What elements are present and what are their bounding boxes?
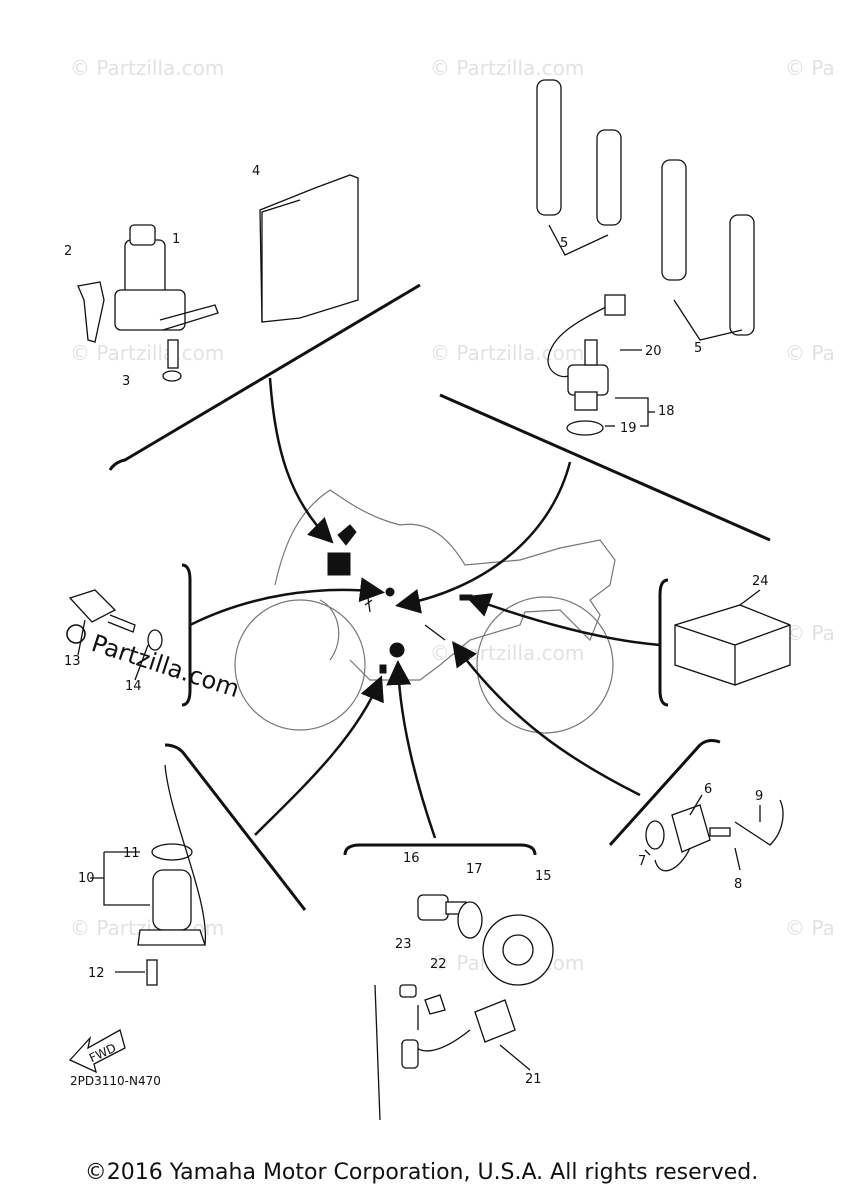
watermark: © Partzilla.com <box>430 56 584 80</box>
diagram-code: 2PD3110-N470 <box>70 1074 161 1088</box>
pickup-assembly <box>374 894 554 1121</box>
watermark: © Partzilla.com <box>70 56 224 80</box>
ignition-coil <box>729 214 755 336</box>
callout-label: 15 <box>535 869 552 884</box>
gear-sensor-assembly <box>644 794 784 872</box>
watermark-layer: © Partzilla.com © Partzilla.com © Pa © P… <box>70 56 835 975</box>
watermark: © Pa <box>785 341 835 365</box>
callout-label: 16 <box>403 851 420 866</box>
main-switch-assembly <box>77 224 219 382</box>
sensor-location-marker <box>389 642 405 658</box>
copyright-notice: ©2016 Yamaha Motor Corporation, U.S.A. A… <box>84 1160 759 1185</box>
callout-label: 10 <box>78 871 95 886</box>
callout-label: 13 <box>64 654 81 669</box>
motorcycle-outline <box>234 489 616 734</box>
callout-label: 18 <box>658 404 675 419</box>
o-ring <box>151 843 193 861</box>
watermark: © Pa <box>785 621 835 645</box>
speed-sensor-location-marker <box>379 664 387 674</box>
callout-label: 17 <box>466 862 483 877</box>
relay-box <box>674 589 791 686</box>
fwd-label: FWD <box>87 1041 118 1066</box>
ignition-coils <box>536 79 755 341</box>
callout-label: 24 <box>752 574 769 589</box>
callout-label: 1 <box>172 232 180 247</box>
diagram-canvas: © Partzilla.com © Partzilla.com © Pa © P… <box>64 56 835 1121</box>
callout-label: 21 <box>525 1072 542 1087</box>
key <box>77 281 105 343</box>
bolt <box>417 894 449 921</box>
callout-label: 3 <box>122 374 130 389</box>
temp-sensor-assembly <box>68 589 163 681</box>
callout-label: 11 <box>123 846 140 861</box>
callout-label: 8 <box>734 877 742 892</box>
watermark: © Partzilla.com <box>430 341 584 365</box>
rear-wheel <box>476 596 614 734</box>
callout-label: 6 <box>704 782 712 797</box>
watermark: © Partzilla.com <box>430 641 584 665</box>
callout-label: 7 <box>638 854 646 869</box>
temp-sensor-location-marker <box>385 587 395 597</box>
leader-arrows <box>189 377 661 839</box>
callout-label: 5 <box>560 236 568 251</box>
watermark: © Partzilla.com <box>70 341 224 365</box>
bolt <box>162 370 182 382</box>
crank-sensor-assembly <box>547 294 655 436</box>
washer <box>457 901 483 939</box>
front-wheel <box>234 599 366 731</box>
ignition-coil <box>661 159 687 281</box>
watermark: © Pa <box>785 56 835 80</box>
callout-label: 20 <box>645 344 662 359</box>
callout-label: 5 <box>694 341 702 356</box>
pickup-sensor <box>474 999 516 1043</box>
ignition-coil <box>596 129 622 226</box>
callout-label: 14 <box>125 679 142 694</box>
ecu-location-marker <box>327 552 351 576</box>
fitting-marker <box>364 597 373 613</box>
callout-label: 2 <box>64 244 72 259</box>
main-switch-location-marker <box>337 524 357 546</box>
callout-label: 4 <box>252 164 260 179</box>
callouts: 1 2 3 4 5 5 6 7 8 9 10 11 12 13 14 15 16… <box>64 164 769 1087</box>
callout-label: 9 <box>755 789 763 804</box>
solenoid-assembly <box>90 764 207 986</box>
callout-label: 19 <box>620 421 637 436</box>
fwd-arrow: FWD <box>68 1029 126 1074</box>
callout-label: 22 <box>430 957 447 972</box>
watermark: Partzilla.com <box>88 629 243 703</box>
group-brackets <box>108 283 771 911</box>
ignition-coil <box>536 79 562 216</box>
ecu-box <box>259 174 359 323</box>
o-ring <box>566 420 604 436</box>
watermark: © Pa <box>785 916 835 940</box>
callout-label: 23 <box>395 937 412 952</box>
callout-label: 12 <box>88 966 105 981</box>
pickup-marker <box>424 624 446 641</box>
